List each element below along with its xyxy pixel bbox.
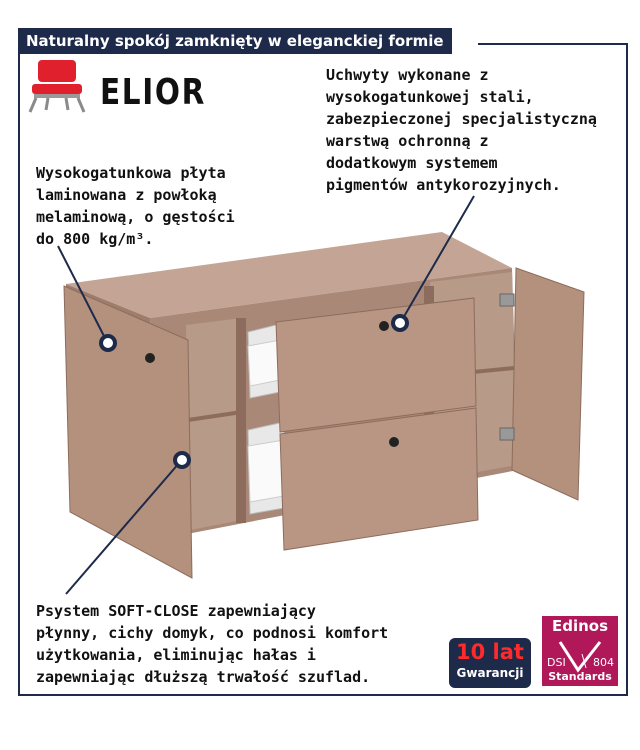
feature-board-text: Wysokogatunkowa płyta laminowana z powło…	[36, 162, 235, 250]
feature-line: pigmentów antykorozyjnych.	[326, 176, 561, 194]
banner-rule	[478, 43, 628, 45]
feature-line: użytkowania, eliminując hałas i	[36, 646, 316, 664]
feature-line: melaminową, o gęstości	[36, 208, 235, 226]
edinos-number: 804	[593, 656, 614, 669]
feature-handles-text: Uchwyty wykonane z wysokogatunkowej stal…	[326, 64, 597, 196]
feature-line: dodatkowym systemem	[326, 154, 498, 172]
content-frame	[18, 44, 628, 696]
warranty-label: Gwarancji	[456, 666, 524, 680]
warranty-years: 10 lat	[456, 640, 524, 664]
brand-name: ELIOR	[100, 72, 206, 113]
feature-line: zabezpieczonej specjalistyczną	[326, 110, 597, 128]
feature-line: warstwą ochronną z	[326, 132, 489, 150]
feature-line: do 800 kg/m³.	[36, 230, 154, 248]
feature-line: laminowana z powłoką	[36, 186, 217, 204]
feature-line: płynny, cichy domyk, co podnosi komfort	[36, 624, 389, 642]
softclose-keyword: SOFT-CLOSE	[108, 602, 199, 620]
edinos-name: Edinos	[551, 617, 609, 635]
edinos-dsi: DSI	[547, 656, 566, 669]
callout-marker	[99, 314, 409, 469]
feature-line: zapewniając dłuższą trwałość szuflad.	[36, 668, 371, 686]
checkmark-icon	[558, 641, 602, 673]
chair-logo-icon	[28, 60, 86, 113]
feature-line: Uchwyty wykonane z	[326, 66, 489, 84]
edinos-standards: Standards	[548, 670, 612, 683]
softclose-suffix: zapewniający	[198, 602, 316, 620]
feature-line: Wysokogatunkowa płyta	[36, 164, 226, 182]
feature-line: wysokogatunkowej stali,	[326, 88, 534, 106]
feature-line: Psystem SOFT-CLOSE zapewniający	[36, 600, 388, 622]
feature-softclose-text: Psystem SOFT-CLOSE zapewniający płynny, …	[36, 600, 388, 688]
edinos-badge: Edinos DSI 804 Standards	[542, 616, 618, 686]
softclose-prefix: Psystem	[36, 602, 109, 620]
warranty-badge: 10 lat Gwarancji	[449, 638, 531, 688]
banner-title: Naturalny spokój zamknięty w eleganckiej…	[18, 28, 452, 54]
